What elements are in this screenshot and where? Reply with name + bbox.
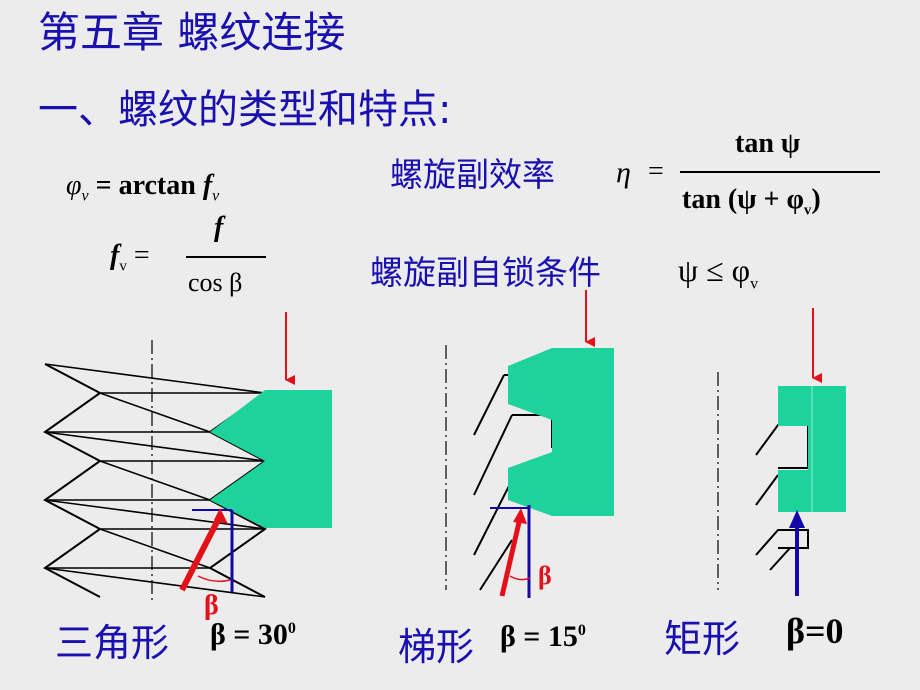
trapezoidal-label: 梯形 [398, 625, 475, 669]
efficiency-label: 螺旋副效率 [390, 155, 555, 194]
eff-den-sub: v [803, 202, 812, 219]
triangular-thread-figure: β [43, 312, 332, 621]
beta-angle-arc-triangular [197, 575, 231, 583]
f-v-symbol: f [202, 170, 213, 201]
phi-v-subscript: v [81, 187, 89, 205]
phi-v-symbol: φ [66, 170, 82, 201]
arctan-text: = arctan [95, 170, 196, 201]
fraction-denominator-cosbeta: cos β [188, 268, 243, 297]
trapezoidal-beta-value: β = 150 [500, 620, 586, 654]
eff-den-close: ) [811, 184, 821, 215]
fv-equals: = [133, 240, 150, 271]
fv-lhs-symbol: f [110, 240, 120, 271]
trapezoidal-beta-text: β = 15 [500, 620, 578, 653]
self-lock-label: 螺旋副自锁条件 [370, 253, 601, 292]
fv-lhs-subscript: v [119, 258, 127, 275]
rectangular-beta-value: β=0 [786, 611, 844, 651]
triangular-beta-text: β = 30 [210, 618, 288, 651]
trapezoidal-nut [508, 348, 614, 516]
friction-angle-formula: φv = arctan fv [66, 170, 219, 206]
efficiency-denominator: tan (ψ + φv) [682, 184, 821, 220]
triangular-screw-profile [43, 363, 102, 598]
normal-force-arrowhead-trapezoidal [513, 508, 527, 524]
self-lock-expr-text: ψ ≤ φ [678, 252, 751, 288]
normal-force-arrowhead-triangular [214, 508, 228, 524]
eta-symbol: η [616, 156, 631, 189]
fraction-numerator-f: f [214, 212, 224, 243]
triangular-helix-lines [44, 363, 266, 598]
triangular-beta-value: β = 300 [210, 618, 296, 652]
triangular-label: 三角形 [55, 621, 170, 665]
eff-den-text: tan (ψ + φ [682, 184, 804, 215]
efficiency-numerator: tan ψ [735, 128, 801, 159]
normal-force-arrow-trapezoidal [499, 517, 523, 597]
page-title: 第五章 螺纹连接 [38, 8, 346, 57]
triangular-nut [210, 390, 332, 528]
rectangular-thread-figure [717, 308, 846, 596]
normal-force-arrow-triangular [179, 514, 223, 592]
triangular-beta-sup: 0 [287, 620, 296, 637]
f-v-subscript: v [212, 187, 220, 205]
self-lock-expression: ψ ≤ φv [678, 252, 758, 293]
eta-equals: = [648, 156, 664, 187]
self-lock-expr-sub: v [750, 275, 759, 293]
normal-force-arrowhead-rectangular [789, 510, 805, 528]
rectangular-label: 矩形 [664, 617, 741, 661]
section-subtitle: 一、螺纹的类型和特点: [38, 87, 452, 133]
equivalent-friction-lhs: fv = [110, 240, 150, 276]
trapezoidal-screw-flanks [473, 374, 553, 591]
beta-label-triangular: β [204, 590, 219, 621]
trapezoidal-thread-figure: β [445, 290, 614, 598]
beta-label-trapezoidal: β [538, 561, 552, 590]
beta-angle-arc-trapezoidal [509, 575, 531, 581]
trapezoidal-beta-sup: 0 [577, 622, 586, 639]
